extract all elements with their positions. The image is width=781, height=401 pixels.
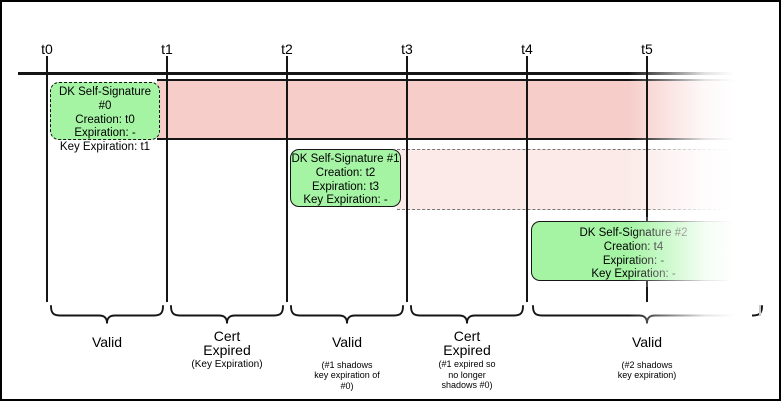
- faded-brace-end: [759, 305, 761, 316]
- segment-label-4-sub: (#1 expired so no longer shadows #0): [438, 359, 496, 390]
- segment-label-3-sub: (#1 shadows key expiration of #0): [314, 359, 380, 391]
- signature-box-1-title: DK Self-Signature #1: [291, 153, 400, 165]
- tick-label-t5: t5: [641, 41, 653, 57]
- right-fade-overlay: [628, 58, 752, 334]
- timeline-axis: [18, 72, 734, 75]
- tick-label-t0: t0: [41, 41, 53, 57]
- segment-label-4-text: Cert Expired: [443, 328, 491, 358]
- segment-label-1-text: Valid: [91, 334, 123, 350]
- brace-segment-1: [50, 305, 164, 324]
- segment-label-2-sub: (Key Expiration): [191, 359, 263, 370]
- tick-label-t2: t2: [281, 41, 293, 57]
- segment-label-5-text: Valid: [631, 334, 663, 350]
- segment-label-1: Valid: [32, 330, 182, 360]
- segment-label-4: Cert Expired (#1 expired so no longer sh…: [392, 328, 542, 391]
- signature-box-1: DK Self-Signature #1 Creation: t2 Expira…: [290, 149, 401, 207]
- segment-label-5-sub: (#2 shadows key expiration): [617, 359, 677, 381]
- tick-label-t3: t3: [401, 41, 413, 57]
- segment-label-2-text: Cert Expired: [203, 328, 251, 358]
- segment-label-3-text: Valid: [331, 334, 363, 350]
- segment-label-3: Valid (#1 shadows key expiration of #0): [272, 330, 422, 391]
- brace-segment-2: [170, 305, 284, 324]
- tick-line-t3: [406, 56, 408, 302]
- signature-box-0: DK Self-Signature #0 Creation: t0 Expira…: [50, 82, 160, 153]
- tick-label-t4: t4: [521, 41, 533, 57]
- tick-line-t0: [46, 56, 48, 302]
- tick-line-t4: [526, 56, 528, 302]
- signature-box-0-body: Creation: t0 Expiration: - Key Expiratio…: [59, 113, 151, 154]
- brace-segment-3: [290, 305, 404, 324]
- tick-line-t2: [286, 56, 288, 302]
- signature-box-2-fade: [628, 217, 752, 287]
- brace-segment-4: [410, 305, 524, 324]
- tick-label-t1: t1: [161, 41, 173, 57]
- tick-line-t5: [646, 56, 648, 302]
- signature-box-1-body: Creation: t2 Expiration: t3 Key Expirati…: [303, 166, 388, 207]
- signature-box-0-title: DK Self-Signature #0: [58, 86, 152, 112]
- tick-line-t1: [166, 56, 168, 302]
- segment-label-2: Cert Expired (Key Expiration): [152, 328, 302, 370]
- segment-label-5: Valid (#2 shadows key expiration): [572, 330, 722, 381]
